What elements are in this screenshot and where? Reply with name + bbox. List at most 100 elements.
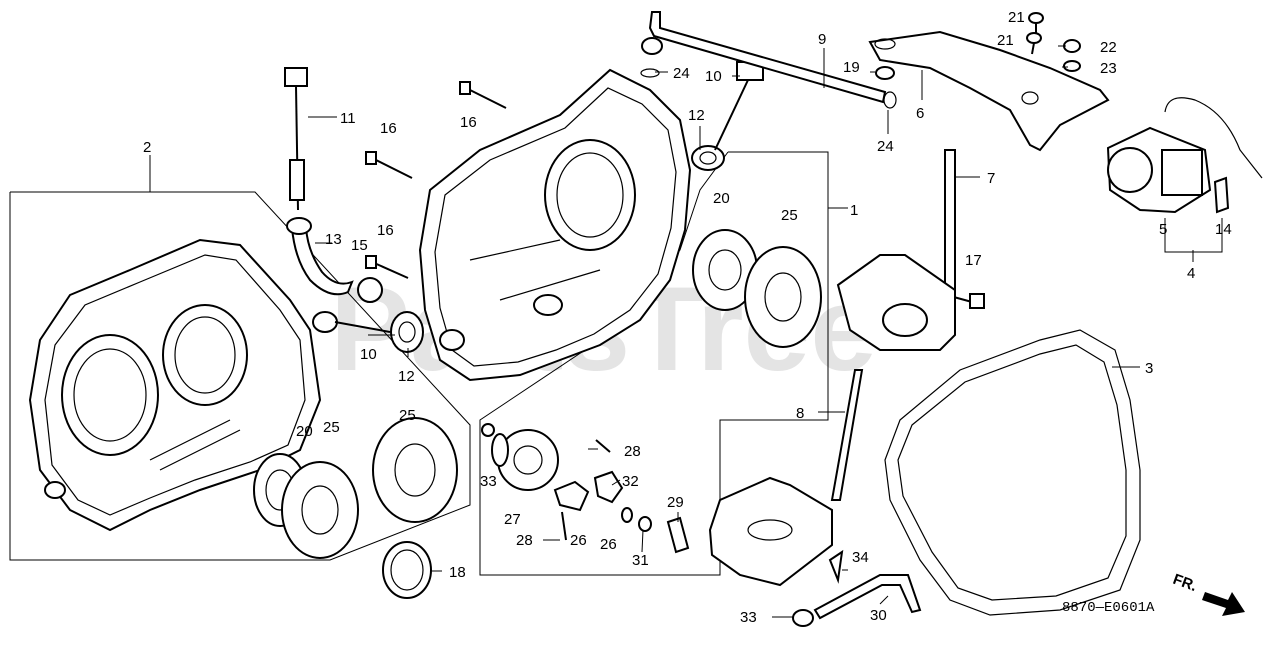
callout-18: 18 [449, 564, 466, 581]
dipstick-11[interactable] [284, 67, 308, 211]
callout-24-left: 24 [673, 65, 690, 82]
grommet-19[interactable] [875, 66, 895, 80]
washer-31[interactable] [638, 516, 652, 532]
slider-26-a[interactable] [553, 480, 590, 512]
callout-34: 34 [852, 549, 869, 566]
group-outline-center [479, 151, 829, 576]
callout-25-left-b: 25 [399, 407, 416, 424]
oil-pipe-8[interactable] [830, 369, 864, 501]
callout-16-low: 16 [377, 222, 394, 239]
clip-24-right[interactable] [883, 91, 897, 109]
callout-29: 29 [667, 494, 684, 511]
bracket-6[interactable] [868, 30, 1110, 152]
callout-27: 27 [504, 511, 521, 528]
pin-28-bottom[interactable] [561, 511, 567, 541]
governor-gear-27[interactable] [491, 429, 559, 491]
callout-26-a: 26 [570, 532, 587, 549]
callout-20-left: 20 [296, 423, 313, 440]
callout-5: 5 [1159, 221, 1167, 238]
crankcase-part[interactable] [418, 68, 692, 382]
oil-pan[interactable] [708, 476, 833, 587]
callout-33-bottom: 33 [740, 609, 757, 626]
callout-21-a: 21 [1008, 9, 1025, 26]
bracket-hole-2 [1021, 91, 1039, 105]
callout-28-bottom: 28 [516, 532, 533, 549]
callout-19: 19 [843, 59, 860, 76]
governor-arm-30[interactable] [813, 574, 922, 620]
pin-34[interactable] [828, 549, 844, 584]
callout-21-b: 21 [997, 32, 1014, 49]
callout-6: 6 [916, 105, 924, 122]
callout-8: 8 [796, 405, 804, 422]
oil-seal-12-top[interactable] [691, 145, 725, 171]
breather-tube-9[interactable] [648, 11, 887, 104]
callout-16-top: 16 [460, 114, 477, 131]
alert-wire [1164, 97, 1263, 179]
slider-26-b[interactable] [593, 470, 624, 504]
terminal-14[interactable] [1213, 176, 1230, 214]
callout-23: 23 [1100, 60, 1117, 77]
pin-28-top[interactable] [595, 439, 611, 453]
callout-15: 15 [351, 237, 368, 254]
oil-seal-12-left[interactable] [390, 311, 424, 353]
bearing-25-right[interactable] [744, 246, 822, 348]
callout-32: 32 [622, 473, 639, 490]
gasket-part[interactable] [884, 329, 1141, 616]
callout-20-right: 20 [713, 190, 730, 207]
bolt-16-low[interactable] [365, 255, 409, 279]
diagram-code: 8870—E0601A [1062, 600, 1155, 616]
bolt-16-top[interactable] [459, 81, 507, 109]
screw-21-b[interactable] [1026, 32, 1042, 55]
callout-25-left-a: 25 [323, 419, 340, 436]
callout-16-mid: 16 [380, 120, 397, 137]
callout-14: 14 [1215, 221, 1232, 238]
group-outline-left [9, 191, 471, 561]
callout-1: 1 [850, 202, 858, 219]
callout-7: 7 [987, 170, 995, 187]
plug-10-top[interactable] [714, 61, 764, 151]
breather-grommet [641, 37, 663, 55]
shaft-29[interactable] [666, 516, 690, 554]
collar-15[interactable] [357, 277, 383, 303]
filler-tube-cap [286, 217, 312, 235]
filler-tube-13[interactable] [290, 227, 354, 296]
callout-22: 22 [1100, 39, 1117, 56]
clip-24-left[interactable] [640, 68, 660, 78]
oil-seal-18[interactable] [382, 541, 432, 599]
callout-24-right: 24 [877, 138, 894, 155]
washer-33-top[interactable] [481, 423, 495, 437]
screw-21-a[interactable] [1028, 12, 1044, 34]
front-direction-arrow-icon [1202, 592, 1245, 616]
callout-31: 31 [632, 552, 649, 569]
crankcase-cover-part[interactable] [28, 238, 322, 532]
callout-12-left: 12 [398, 368, 415, 385]
washer-23[interactable] [1063, 60, 1081, 72]
oil-alert-unit-5[interactable] [1106, 126, 1212, 214]
callout-11: 11 [340, 110, 356, 127]
callout-17: 17 [965, 252, 982, 269]
callout-10-top: 10 [705, 68, 722, 85]
callout-12-top: 12 [688, 107, 705, 124]
callout-26-b: 26 [600, 536, 617, 553]
bearing-25-left-a[interactable] [281, 461, 359, 559]
nut-22[interactable] [1063, 39, 1081, 53]
callout-4: 4 [1187, 265, 1195, 282]
callout-9: 9 [818, 31, 826, 48]
clip-32[interactable] [621, 507, 633, 523]
washer-33-bottom[interactable] [792, 609, 814, 627]
plug-10-left[interactable] [312, 311, 391, 333]
bolt-16-mid[interactable] [365, 151, 413, 179]
callout-33-top: 33 [480, 473, 497, 490]
bracket-hole [874, 38, 896, 50]
callout-10-left: 10 [360, 346, 377, 363]
callout-25-right: 25 [781, 207, 798, 224]
callout-3: 3 [1145, 360, 1153, 377]
callout-28-top: 28 [624, 443, 641, 460]
oil-pipe-7[interactable] [944, 149, 956, 294]
callout-13: 13 [325, 231, 342, 248]
callout-30: 30 [870, 607, 887, 624]
front-direction-label: FR. [1171, 571, 1200, 595]
gasket-inner-edge [897, 344, 1127, 601]
bearing-25-left-b[interactable] [372, 417, 458, 523]
